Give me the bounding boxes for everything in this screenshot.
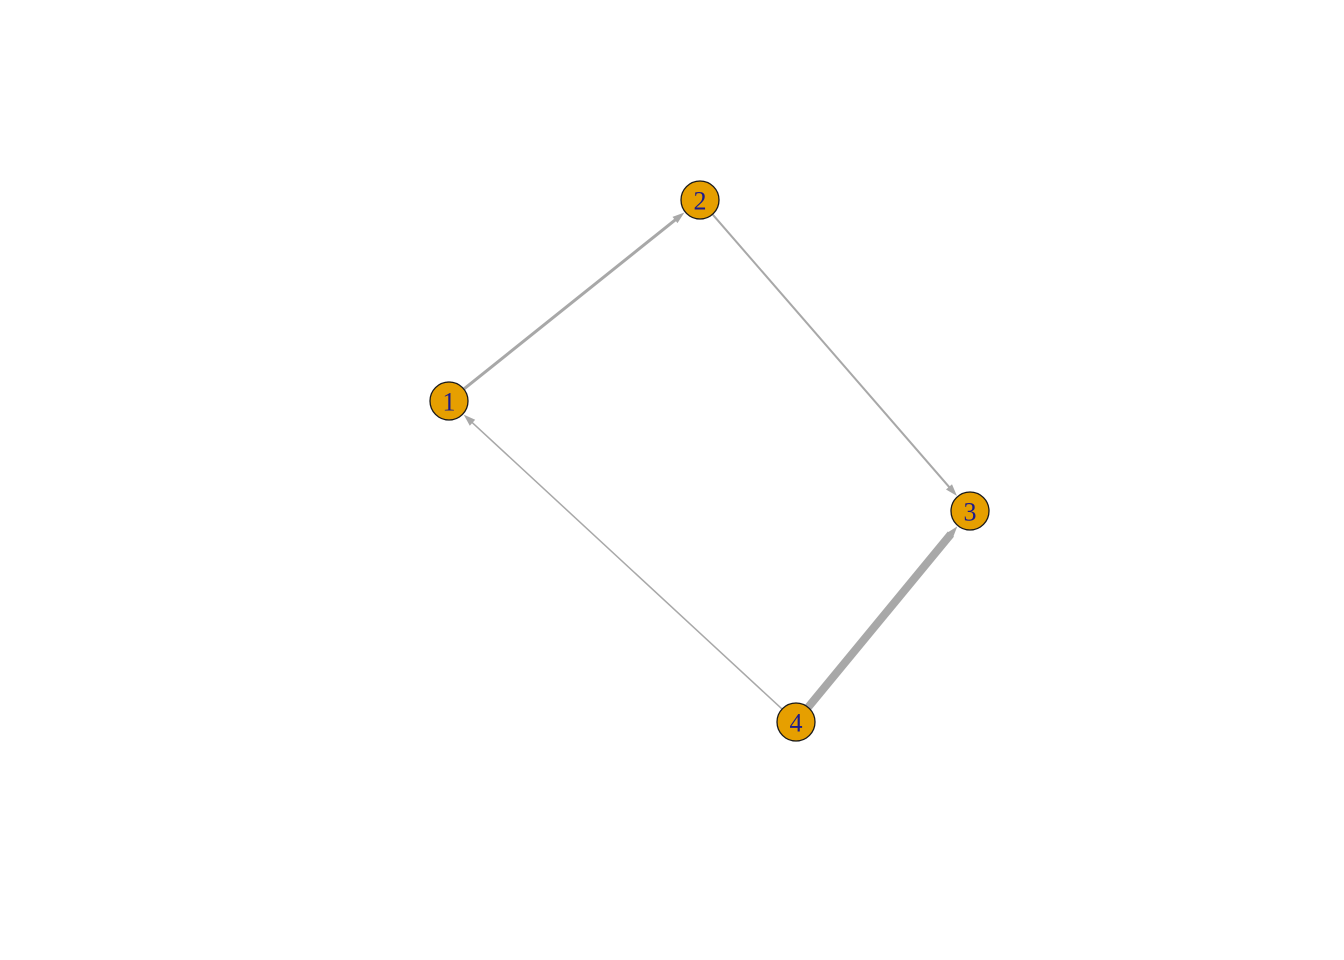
node-circle bbox=[950, 491, 990, 531]
node-label: 1 bbox=[443, 388, 456, 417]
node-label: 2 bbox=[694, 187, 707, 216]
edge-arrowhead-4-3 bbox=[946, 526, 958, 539]
edges-layer bbox=[462, 212, 958, 710]
node-1: 1 bbox=[429, 381, 469, 421]
node-3: 3 bbox=[950, 491, 990, 531]
edge-1-2 bbox=[462, 217, 678, 391]
edge-4-3 bbox=[805, 531, 954, 710]
edge-2-3 bbox=[711, 213, 952, 489]
node-circle bbox=[680, 180, 720, 220]
node-4: 4 bbox=[776, 702, 816, 742]
edge-arrowhead-1-2 bbox=[672, 212, 685, 224]
edge-arrowhead-2-3 bbox=[946, 484, 957, 496]
node-label: 4 bbox=[790, 709, 803, 738]
edge-arrowhead-4-1 bbox=[463, 414, 476, 426]
node-circle bbox=[429, 381, 469, 421]
nodes-layer: 1 2 3 4 bbox=[429, 180, 990, 742]
node-label: 3 bbox=[964, 498, 977, 527]
edge-4-1 bbox=[470, 420, 783, 710]
node-circle bbox=[776, 702, 816, 742]
node-2: 2 bbox=[680, 180, 720, 220]
